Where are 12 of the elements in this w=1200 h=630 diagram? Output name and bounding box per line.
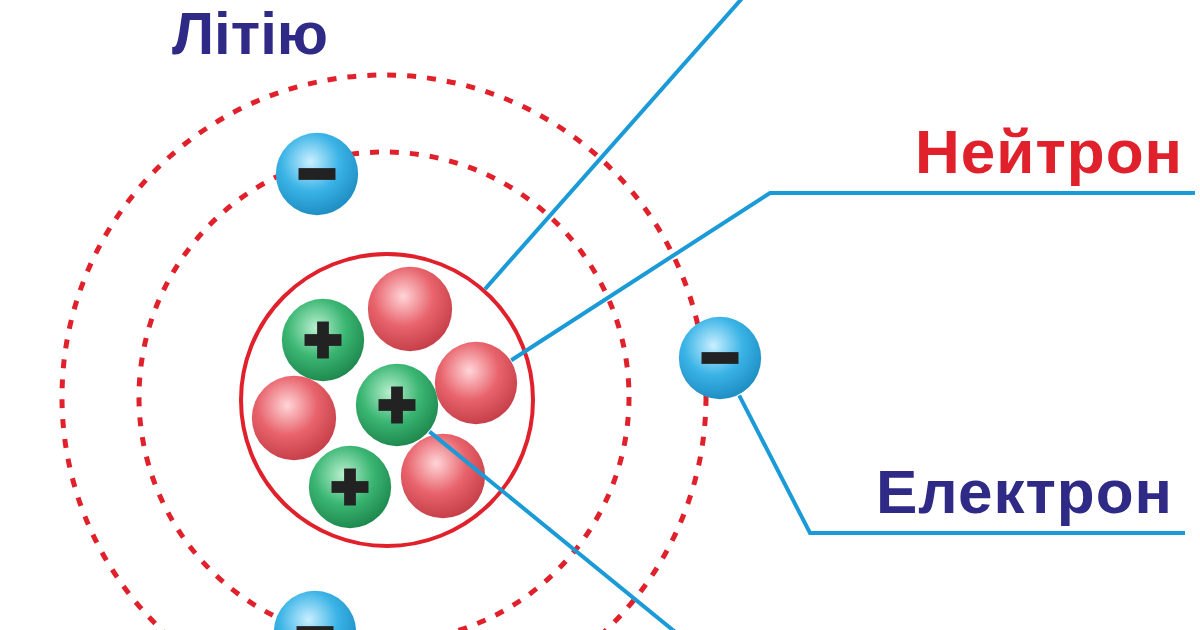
neutron-sphere (251, 375, 337, 461)
proton-sphere (281, 298, 365, 382)
electron-sphere (678, 316, 762, 400)
neutron-sphere (400, 433, 486, 519)
proton-sphere (355, 363, 439, 447)
neutron-sphere (367, 266, 453, 352)
leader-line (737, 394, 1185, 535)
proton-sphere (308, 445, 392, 529)
electron-sphere (275, 132, 359, 216)
neutron-sphere (434, 341, 518, 425)
title-label: Літію (172, 2, 329, 65)
leader-line (510, 191, 1195, 362)
